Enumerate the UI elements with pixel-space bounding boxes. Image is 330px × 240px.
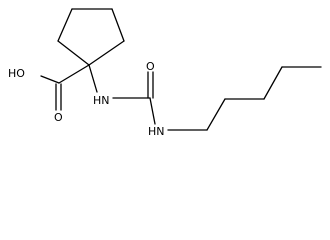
ring-bond <box>57 8 73 42</box>
structure-diagram: HO O HN O HN <box>8 8 322 138</box>
nh-lower-label: HN <box>148 125 165 138</box>
c-n-bond <box>88 64 98 93</box>
c-c-bond <box>58 64 90 84</box>
chain-bond <box>206 98 226 131</box>
ring-bond <box>111 8 125 42</box>
urea-linker: HN O HN <box>88 60 165 138</box>
urea-oxygen-label: O <box>146 60 155 73</box>
hydroxyl-label: HO <box>8 67 25 80</box>
cyclopentane-ring <box>57 8 125 66</box>
chain-bond <box>263 66 283 100</box>
ring-bond <box>57 40 90 66</box>
nh-upper-label: HN <box>93 94 110 107</box>
acid-oxygen-label: O <box>54 111 63 124</box>
pentyl-chain <box>167 66 322 131</box>
carboxylic-acid-group: HO O <box>8 64 90 124</box>
c-oh-bond <box>40 75 60 84</box>
c-n-bond <box>149 97 156 125</box>
ring-bond <box>88 40 125 66</box>
